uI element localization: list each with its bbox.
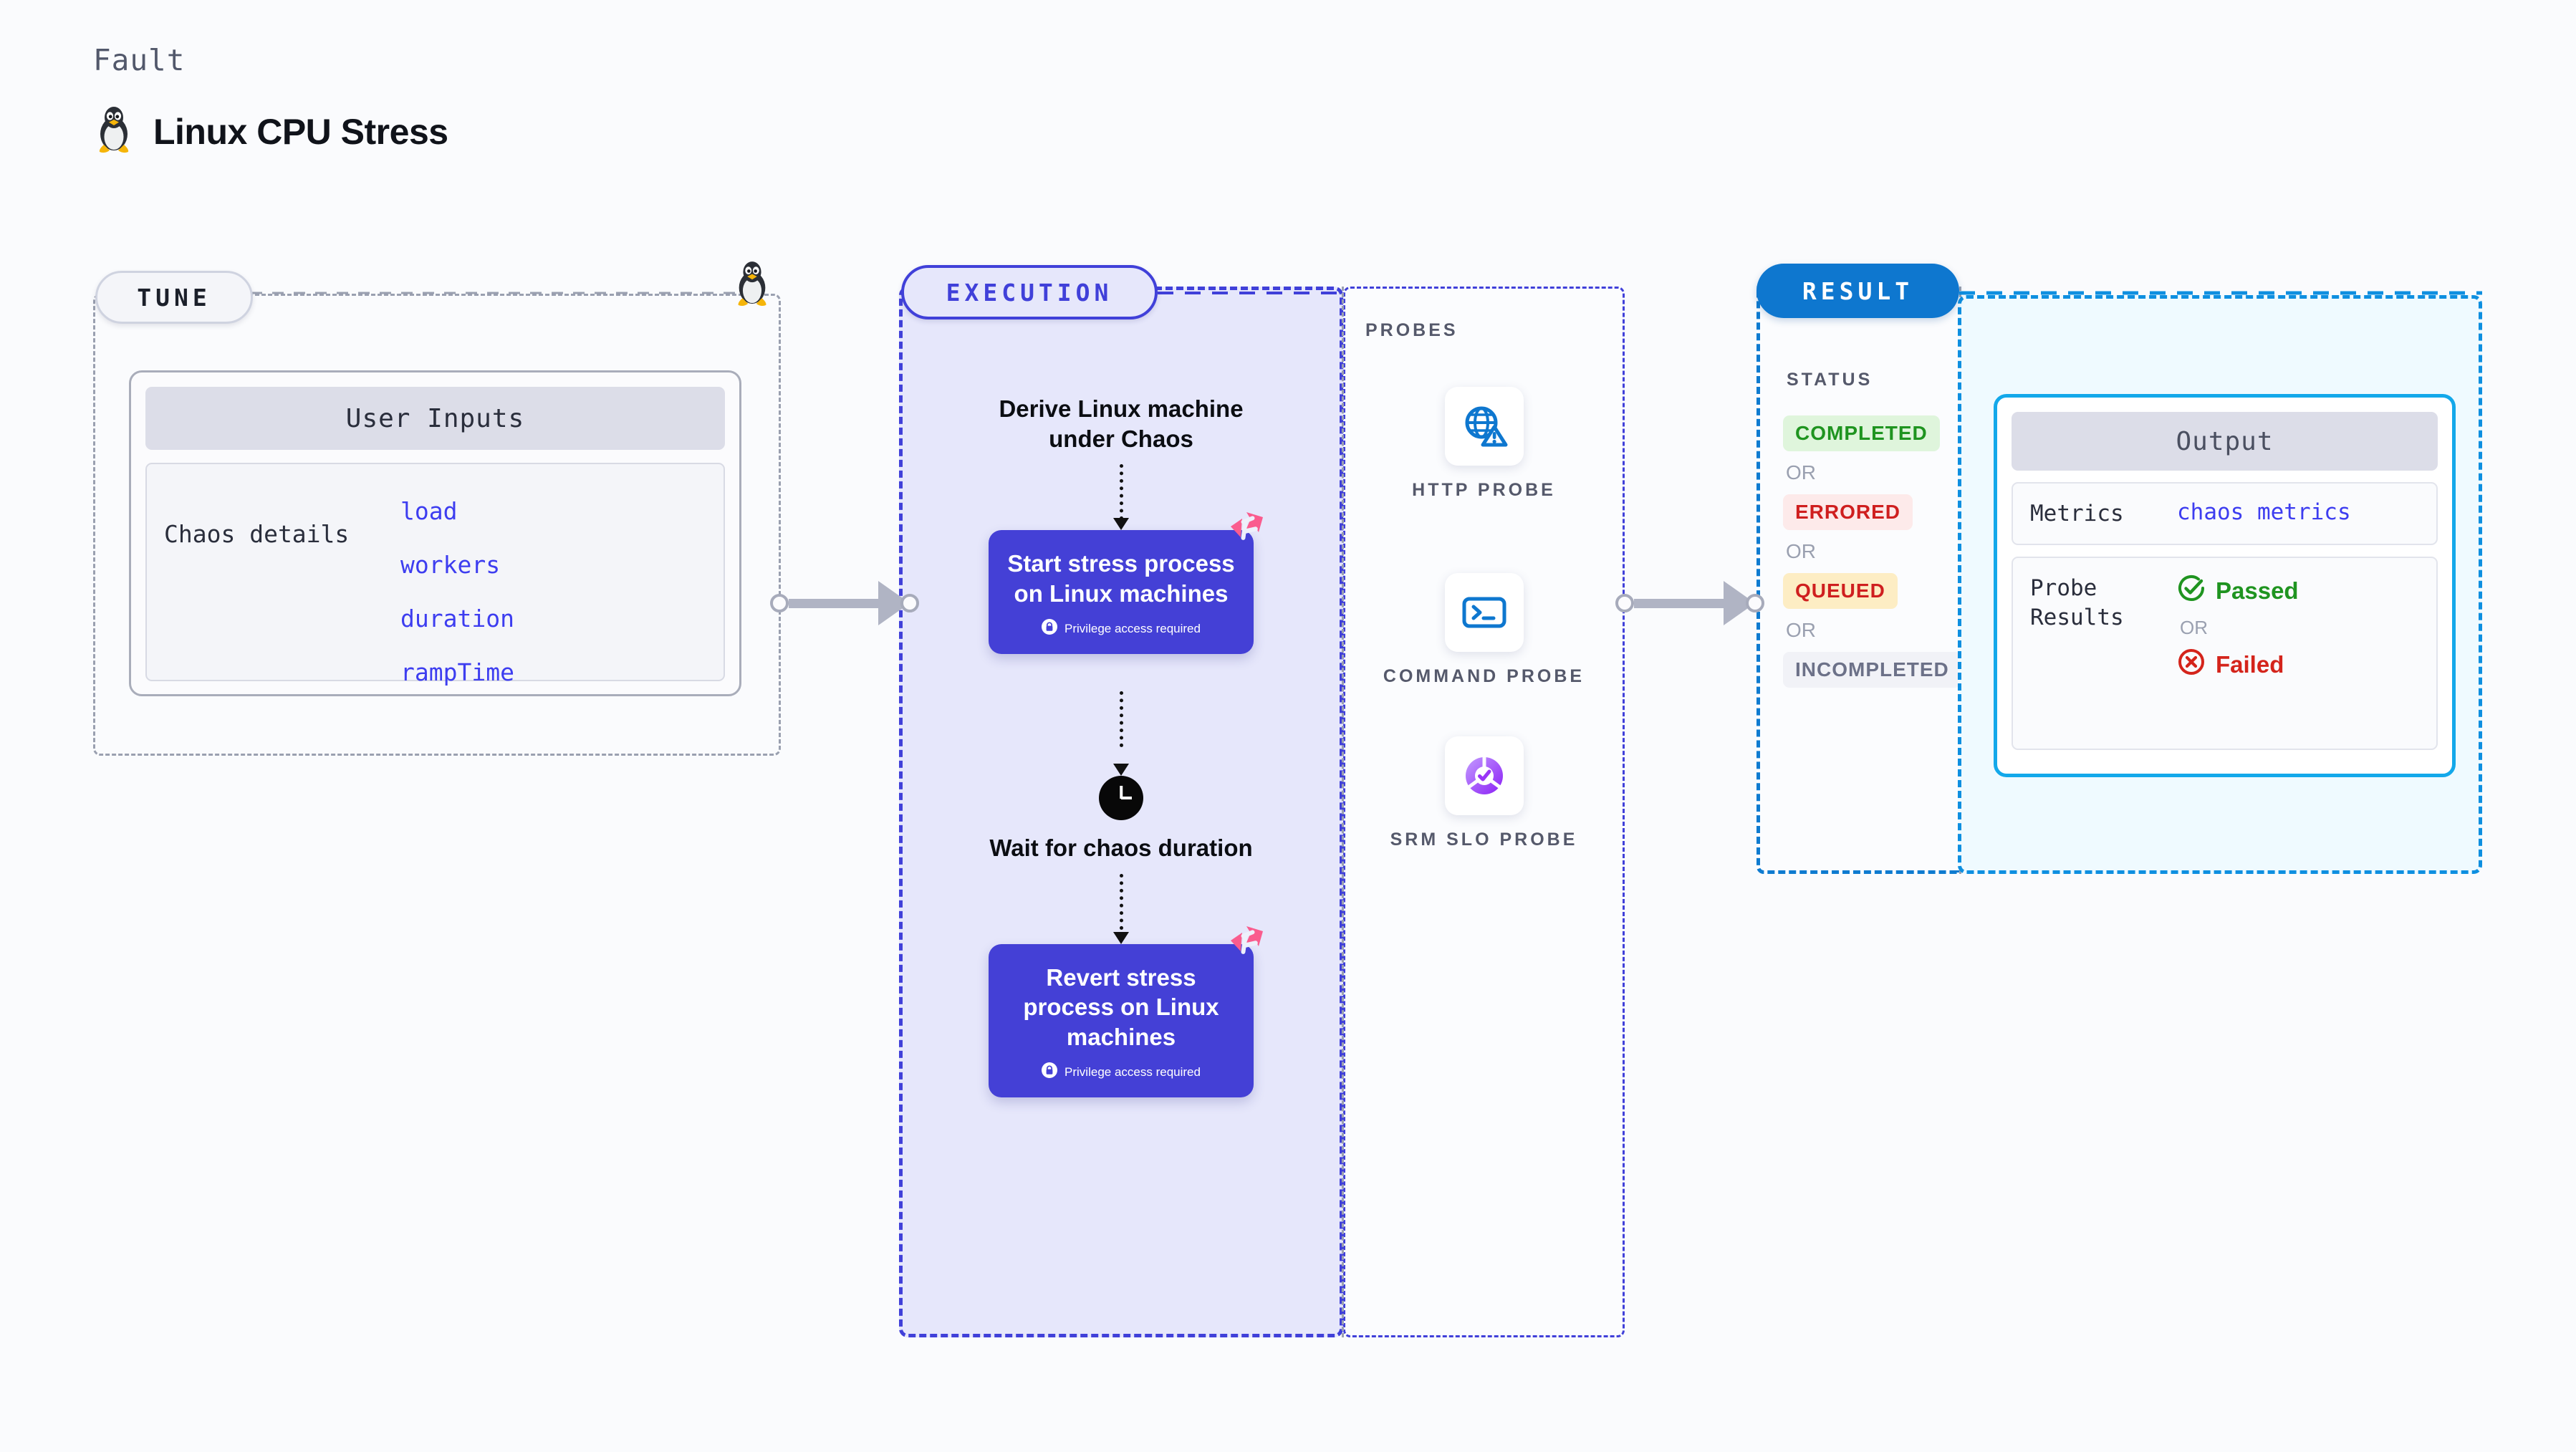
fault-title-row: Linux CPU Stress xyxy=(93,105,448,158)
privilege-note-row: Privilege access required xyxy=(1004,619,1238,638)
step-derive-label: Derive Linux machine under Chaos xyxy=(999,395,1244,453)
flow-arrow xyxy=(1113,691,1129,777)
status-badge-completed: COMPLETED xyxy=(1783,415,1940,451)
harness-logo-icon xyxy=(1225,510,1265,554)
param-workers: workers xyxy=(400,551,501,579)
status-title: STATUS xyxy=(1787,370,1873,390)
probe-http-label: HTTP PROBE xyxy=(1412,480,1556,500)
lock-icon xyxy=(1042,619,1058,638)
status-or-1: OR xyxy=(1786,461,1816,484)
execution-dashed-connector xyxy=(1158,292,1342,294)
probe-http[interactable]: HTTP PROBE xyxy=(1343,387,1625,503)
step-start-stress-card[interactable]: Start stress process on Linux machines P… xyxy=(989,512,1263,655)
chaos-params-list: load workers duration rampTime xyxy=(400,483,514,686)
flow-arrow xyxy=(1113,873,1129,944)
connector-start-dot xyxy=(1615,594,1634,612)
execution-pill-label: EXECUTION xyxy=(901,265,1158,319)
passed-label: Passed xyxy=(2216,577,2299,605)
flow-arrow xyxy=(1113,464,1129,531)
x-circle-icon xyxy=(2177,648,2206,682)
step-revert-stress-title: Revert stress process on Linux machines xyxy=(1023,963,1219,1051)
step-revert-stress-card[interactable]: Revert stress process on Linux machines … xyxy=(989,925,1263,1098)
output-metrics-row: Metrics chaos metrics xyxy=(2012,482,2438,546)
globe-warning-icon xyxy=(1444,387,1524,466)
status-list: COMPLETED OR ERRORED OR QUEUED OR INCOMP… xyxy=(1783,415,1969,688)
status-badge-incompleted: INCOMPLETED xyxy=(1783,652,1961,688)
status-or-3: OR xyxy=(1786,619,1816,641)
connector-line xyxy=(789,598,878,608)
harness-logo-icon xyxy=(1225,924,1265,968)
probe-command[interactable]: COMMAND PROBE xyxy=(1343,573,1625,689)
user-inputs-card: User Inputs Chaos details load workers d… xyxy=(129,370,741,696)
status-badge-queued: QUEUED xyxy=(1783,573,1898,609)
status-or-2: OR xyxy=(1786,540,1816,562)
check-circle-icon xyxy=(2177,574,2206,608)
chaos-details-body: Chaos details load workers duration ramp… xyxy=(145,463,725,686)
result-pill-label: RESULT xyxy=(1756,264,1959,318)
connector-end-dot xyxy=(900,594,919,612)
probe-result-failed: Failed xyxy=(2177,648,2299,682)
probe-result-passed: Passed xyxy=(2177,574,2299,608)
step-wait-label: Wait for chaos duration xyxy=(989,835,1253,862)
user-inputs-header: User Inputs xyxy=(145,387,725,450)
privilege-note-text: Privilege access required xyxy=(1064,1064,1201,1079)
clock-icon xyxy=(1099,776,1143,821)
page-title: Linux CPU Stress xyxy=(153,111,448,152)
failed-label: Failed xyxy=(2216,651,2284,678)
probe-srm-slo-label: SRM SLO PROBE xyxy=(1390,830,1578,850)
result-dashed-connector xyxy=(1959,291,2482,295)
probe-srm-slo[interactable]: SRM SLO PROBE xyxy=(1343,736,1625,852)
step-start-stress-title: Start stress process on Linux machines xyxy=(1007,550,1235,607)
tune-dashed-connector xyxy=(251,292,742,294)
metrics-value: chaos metrics xyxy=(2177,499,2351,525)
page-header: Fault Linux CPU Stress xyxy=(93,43,448,158)
param-ramptime: rampTime xyxy=(400,658,514,686)
chaos-details-label: Chaos details xyxy=(164,520,350,548)
connector-probes-to-result xyxy=(1615,581,1764,625)
lock-icon xyxy=(1042,1062,1058,1082)
terminal-icon xyxy=(1444,573,1524,652)
tune-panel xyxy=(93,294,781,756)
metrics-key: Metrics xyxy=(2030,501,2124,527)
probe-results-values: Passed OR Failed xyxy=(2177,574,2299,682)
connector-line xyxy=(1634,598,1724,608)
privilege-note-row: Privilege access required xyxy=(1004,1062,1238,1082)
param-load: load xyxy=(400,497,458,525)
connector-start-dot xyxy=(770,594,789,612)
execution-flow: Derive Linux machine under Chaos Start s… xyxy=(899,287,1343,1337)
eyebrow-label: Fault xyxy=(93,43,186,77)
slo-donut-check-icon xyxy=(1444,736,1524,815)
probe-command-label: COMMAND PROBE xyxy=(1383,666,1585,686)
param-duration: duration xyxy=(400,605,514,633)
linux-tux-penguin-icon xyxy=(93,105,135,158)
probe-result-or: OR xyxy=(2180,617,2208,639)
tune-linux-tux-penguin-icon xyxy=(732,259,772,312)
privilege-note-text: Privilege access required xyxy=(1064,621,1201,635)
tune-pill-label: TUNE xyxy=(95,271,253,324)
probes-title: PROBES xyxy=(1365,320,1458,340)
status-badge-errored: ERRORED xyxy=(1783,494,1913,530)
output-header: Output xyxy=(2012,412,2438,471)
connector-end-dot xyxy=(1746,594,1764,612)
probes-left-divider xyxy=(1342,287,1344,1337)
connector-tune-to-execution xyxy=(770,581,919,625)
